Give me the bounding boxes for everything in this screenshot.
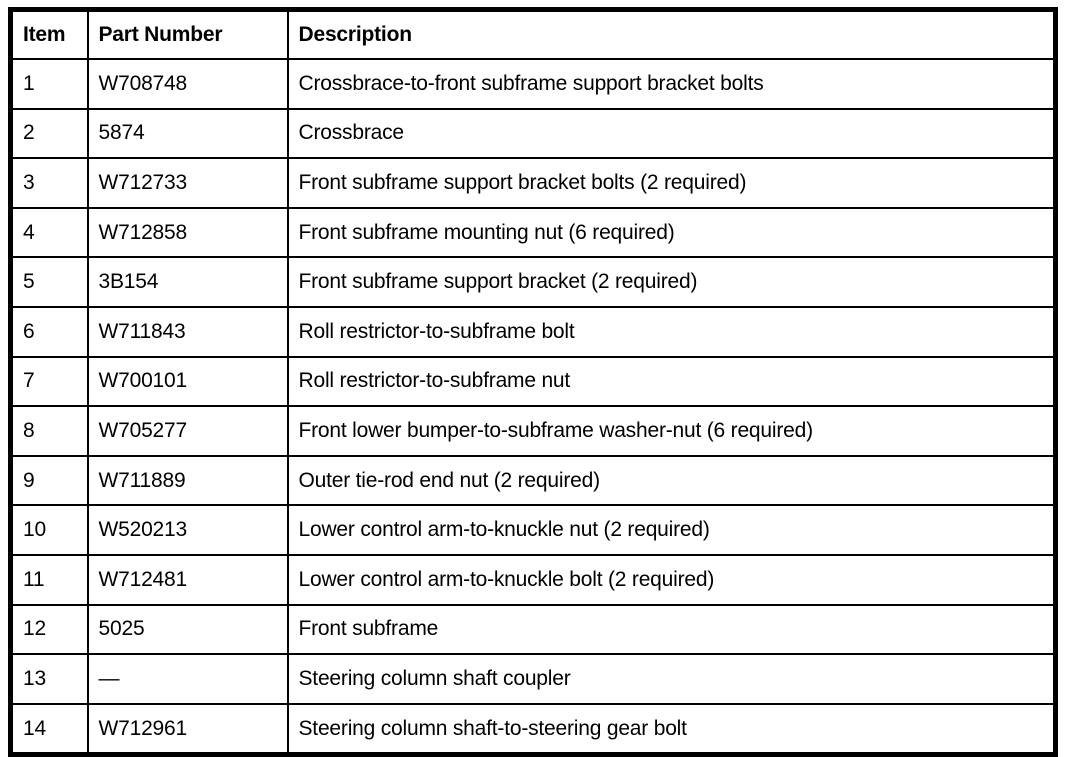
cell-part-number: W700101	[86, 355, 289, 408]
cell-part-number: 5025	[86, 603, 289, 656]
table-row: 14 W712961 Steering column shaft-to-stee…	[9, 702, 1057, 756]
cell-part-number: W712733	[86, 157, 289, 209]
cell-description: Front subframe support bracket (2 requir…	[286, 256, 1057, 308]
column-header-description: Description	[286, 8, 1057, 60]
cell-description: Front subframe	[286, 603, 1057, 656]
table-header-row: Item Part Number Description	[9, 8, 1057, 60]
table-row: 5 3B154 Front subframe support bracket (…	[9, 256, 1057, 308]
cell-item: 14	[9, 702, 89, 756]
table-body: 1 W708748 Crossbrace-to-front subframe s…	[9, 58, 1057, 756]
cell-part-number: W712481	[86, 553, 289, 606]
cell-part-number: W712961	[86, 702, 289, 756]
cell-item: 6	[9, 305, 89, 358]
cell-item: 11	[9, 553, 89, 606]
cell-part-number: W711843	[86, 305, 289, 358]
cell-item: 10	[9, 504, 89, 556]
table-row: 8 W705277 Front lower bumper-to-subframe…	[9, 405, 1057, 457]
cell-part-number: W708748	[86, 58, 289, 110]
table-row: 7 W700101 Roll restrictor-to-subframe nu…	[9, 355, 1057, 408]
document-page: Item Part Number Description 1 W708748 C…	[8, 7, 1058, 757]
cell-part-number: W705277	[86, 405, 289, 457]
cell-part-number: —	[86, 653, 289, 705]
cell-item: 8	[9, 405, 89, 457]
cell-description: Steering column shaft-to-steering gear b…	[286, 702, 1057, 756]
cell-part-number: W711889	[86, 454, 289, 507]
cell-description: Lower control arm-to-knuckle bolt (2 req…	[286, 553, 1057, 606]
cell-item: 7	[9, 355, 89, 408]
cell-item: 9	[9, 454, 89, 507]
cell-item: 2	[9, 107, 89, 160]
cell-description: Front subframe support bracket bolts (2 …	[286, 157, 1057, 209]
table-row: 2 5874 Crossbrace	[9, 107, 1057, 160]
cell-item: 12	[9, 603, 89, 656]
table-row: 13 — Steering column shaft coupler	[9, 653, 1057, 705]
cell-description: Roll restrictor-to-subframe bolt	[286, 305, 1057, 358]
cell-part-number: 5874	[86, 107, 289, 160]
cell-part-number: W520213	[86, 504, 289, 556]
cell-description: Outer tie-rod end nut (2 required)	[286, 454, 1057, 507]
column-header-item: Item	[9, 8, 89, 60]
cell-description: Crossbrace-to-front subframe support bra…	[286, 58, 1057, 110]
table-row: 4 W712858 Front subframe mounting nut (6…	[9, 206, 1057, 259]
table-row: 12 5025 Front subframe	[9, 603, 1057, 656]
cell-item: 1	[9, 58, 89, 110]
table-row: 9 W711889 Outer tie-rod end nut (2 requi…	[9, 454, 1057, 507]
cell-item: 13	[9, 653, 89, 705]
table-row: 1 W708748 Crossbrace-to-front subframe s…	[9, 58, 1057, 110]
cell-description: Front lower bumper-to-subframe washer-nu…	[286, 405, 1057, 457]
cell-description: Roll restrictor-to-subframe nut	[286, 355, 1057, 408]
table-header: Item Part Number Description	[9, 8, 1057, 60]
cell-item: 5	[9, 256, 89, 308]
cell-description: Front subframe mounting nut (6 required)	[286, 206, 1057, 259]
cell-description: Crossbrace	[286, 107, 1057, 160]
cell-part-number: 3B154	[86, 256, 289, 308]
cell-item: 3	[9, 157, 89, 209]
cell-description: Lower control arm-to-knuckle nut (2 requ…	[286, 504, 1057, 556]
table-row: 11 W712481 Lower control arm-to-knuckle …	[9, 553, 1057, 606]
table-row: 3 W712733 Front subframe support bracket…	[9, 157, 1057, 209]
cell-part-number: W712858	[86, 206, 289, 259]
parts-list-table: Item Part Number Description 1 W708748 C…	[8, 7, 1058, 757]
cell-description: Steering column shaft coupler	[286, 653, 1057, 705]
table-row: 10 W520213 Lower control arm-to-knuckle …	[9, 504, 1057, 556]
column-header-part-number: Part Number	[86, 8, 289, 60]
cell-item: 4	[9, 206, 89, 259]
table-row: 6 W711843 Roll restrictor-to-subframe bo…	[9, 305, 1057, 358]
